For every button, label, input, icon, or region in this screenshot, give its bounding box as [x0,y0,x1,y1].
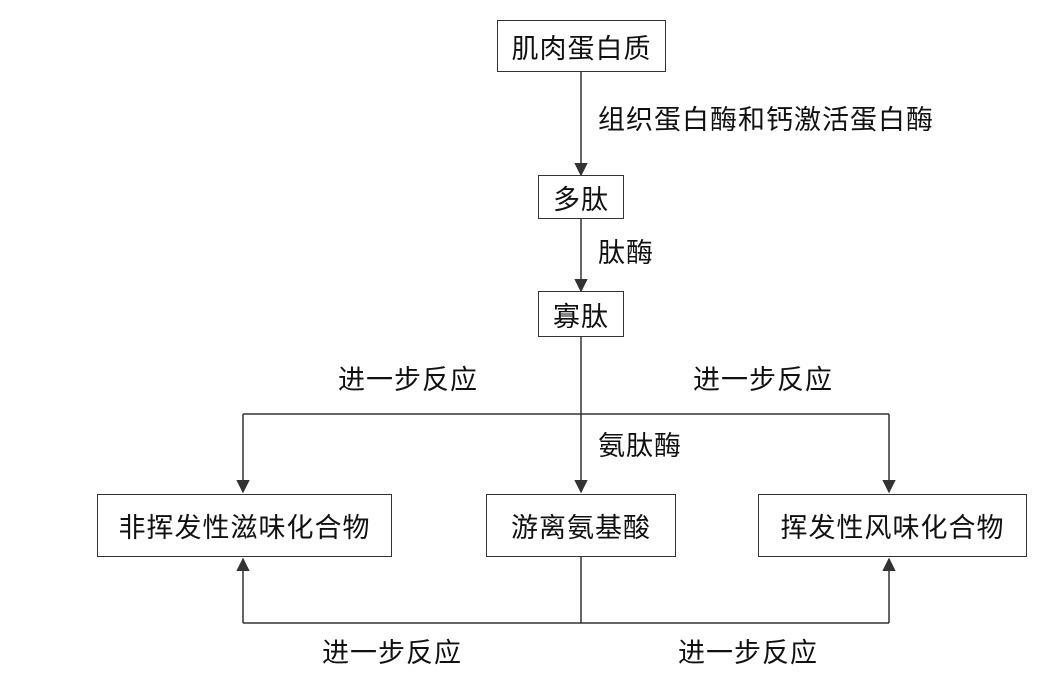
node-oligopeptide: 寡肽 [538,291,624,337]
node-polypeptide: 多肽 [538,175,624,219]
node-nonvolatile-taste-compounds: 非挥发性滋味化合物 [97,494,392,557]
label-peptidase: 肽酶 [598,238,654,269]
label-further-reaction-bottom-right: 进一步反应 [678,638,818,669]
label-aminopeptidase: 氨肽酶 [598,431,682,462]
node-volatile-flavor-compounds: 挥发性风味化合物 [758,494,1027,557]
label-further-reaction-bottom-left: 进一步反应 [322,638,462,669]
label-further-reaction-top-right: 进一步反应 [693,365,833,396]
node-muscle-protein: 肌肉蛋白质 [497,20,666,72]
label-cathepsin-calpain: 组织蛋白酶和钙激活蛋白酶 [598,105,934,136]
node-free-amino-acids: 游离氨基酸 [486,494,676,557]
label-further-reaction-top-left: 进一步反应 [338,365,478,396]
